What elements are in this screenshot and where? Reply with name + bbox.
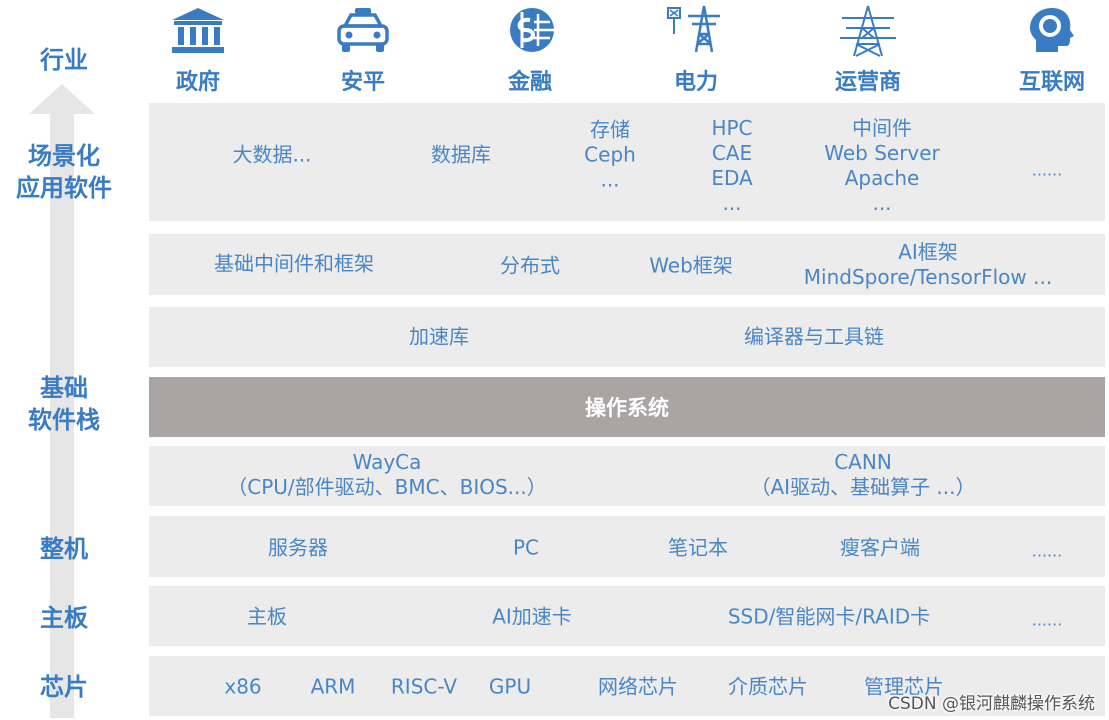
industry-security: 安平 [298, 4, 428, 96]
telecom-tower-icon [840, 5, 896, 57]
internet-head-icon [1030, 8, 1074, 52]
cell-middleware-app: 中间件 Web Server Apache ... [824, 116, 940, 215]
os-title: 操作系统 [585, 396, 669, 420]
label-machine: 整机 [40, 535, 88, 563]
row-drivers: WayCa （CPU/部件驱动、BMC、BIOS...） CANN （AI驱动、… [149, 446, 1105, 506]
row-libraries: 加速库 编译器与工具链 [149, 307, 1105, 367]
cell-pc: PC [512, 535, 540, 560]
cell-distributed: 分布式 [500, 253, 560, 278]
cell-basic-middleware: 基础中间件和框架 [214, 251, 374, 276]
industry-label: 安平 [340, 70, 385, 95]
industry-label: 政府 [175, 70, 220, 95]
cell-ssd-nic-raid: SSD/智能网卡/RAID卡 [727, 604, 931, 629]
cell-more: ...... [1031, 610, 1063, 630]
cell-management-chip: 管理芯片 [864, 674, 944, 699]
cell-ai-accelerator: AI加速卡 [492, 604, 572, 629]
industry-label: 金融 [507, 70, 552, 95]
label-scenario: 场景化 应用软件 [16, 142, 112, 202]
cell-gpu: GPU [488, 674, 532, 699]
cell-thin-client: 瘦客户端 [840, 535, 920, 560]
government-building-icon [172, 8, 224, 53]
police-car-icon [337, 8, 389, 52]
cell-risc-v: RISC-V [390, 674, 458, 699]
row-operating-system: 操作系统 [149, 377, 1105, 437]
label-chip: 芯片 [40, 673, 88, 701]
row-scenario-apps: 大数据... 数据库 存储 Ceph ... HPC CAE EDA ... 中… [149, 103, 1105, 221]
watermark: CSDN @银河麒麟操作系统 [888, 694, 1095, 714]
cell-web-framework: Web框架 [649, 253, 733, 278]
cell-wayca: WayCa （CPU/部件驱动、BMC、BIOS...） [227, 450, 547, 499]
row-machines: 服务器 PC 笔记本 瘦客户端 ...... [149, 516, 1105, 577]
row-middleware: 基础中间件和框架 分布式 Web框架 AI框架 MindSpore/Tensor… [149, 234, 1105, 295]
cell-big-data: 大数据... [232, 142, 312, 167]
industry-internet: 互联网 [987, 4, 1109, 96]
industry-label: 互联网 [1018, 70, 1085, 95]
power-tower-icon [667, 5, 720, 53]
industry-power: 电力 [631, 4, 761, 96]
cell-hpc: HPC CAE EDA ... [711, 116, 753, 215]
cell-more: ...... [1031, 541, 1063, 561]
cell-database: 数据库 [431, 142, 491, 167]
cell-network-chip: 网络芯片 [598, 674, 678, 699]
industry-label: 电力 [673, 70, 718, 95]
finance-dollar-globe-icon [510, 8, 554, 52]
cell-media-chip: 介质芯片 [728, 674, 808, 699]
cell-laptop: 笔记本 [668, 535, 728, 560]
upward-arrow-icon [29, 84, 95, 114]
industry-carrier: 运营商 [803, 4, 933, 96]
industry-label: 运营商 [834, 70, 901, 95]
industry-government: 政府 [133, 4, 263, 96]
cell-compiler-toolchain: 编译器与工具链 [744, 324, 884, 349]
cell-storage: 存储 Ceph ... [584, 117, 636, 192]
label-board: 主板 [40, 604, 88, 632]
cell-x86: x86 [224, 674, 262, 699]
row-boards: 主板 AI加速卡 SSD/智能网卡/RAID卡 ...... [149, 586, 1105, 646]
cell-server: 服务器 [268, 535, 328, 560]
industry-finance: 金融 [465, 4, 595, 96]
cell-cann: CANN （AI驱动、基础算子 ...） [750, 450, 976, 499]
cell-arm: ARM [310, 674, 356, 699]
upward-arrow-shaft [50, 112, 74, 718]
cell-more: ...... [1031, 160, 1063, 180]
label-industry: 行业 [40, 46, 88, 74]
label-base-stack: 基础 软件栈 [28, 374, 100, 434]
cell-ai-framework: AI框架 MindSpore/TensorFlow ... [803, 240, 1053, 289]
row-chips: x86 ARM RISC-V GPU 网络芯片 介质芯片 管理芯片 [149, 656, 1105, 716]
cell-acceleration-lib: 加速库 [409, 324, 469, 349]
cell-mainboard: 主板 [247, 604, 287, 629]
